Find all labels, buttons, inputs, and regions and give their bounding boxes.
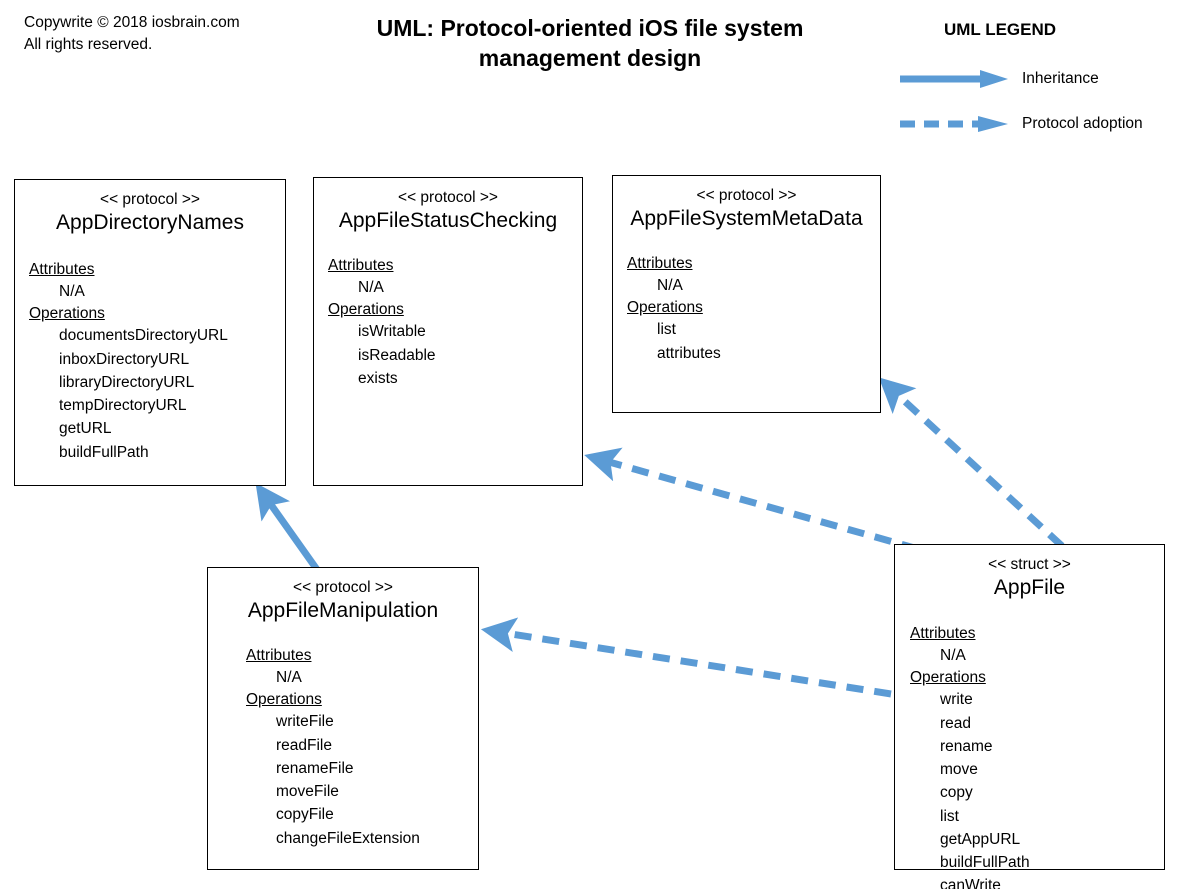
operations-heading: Operations [627, 299, 703, 317]
attributes-section: Attributes N/A Operations documentsDirec… [15, 261, 285, 464]
stereotype-label: << protocol >> [398, 189, 498, 206]
operations-list: list attributes [627, 318, 880, 365]
operations-list: isWritable isReadable exists [328, 320, 582, 390]
attributes-heading: Attributes [627, 255, 693, 272]
attributes-list: N/A [328, 276, 582, 299]
attribute-item: N/A [657, 277, 683, 294]
operation-item: isReadable [358, 346, 436, 364]
class-name-label: AppFileStatusChecking [338, 209, 558, 232]
attributes-heading: Attributes [328, 257, 394, 274]
operation-item: getAppURL [940, 830, 1021, 848]
connector-adoption-appfile-to-manipulation [480, 617, 892, 698]
operations-heading: Operations [246, 691, 322, 709]
legend-label-inheritance: Inheritance [1022, 70, 1099, 87]
attribute-item: N/A [276, 669, 302, 686]
class-name-label: AppDirectoryNames [56, 211, 244, 234]
operation-item: read [940, 714, 972, 732]
attributes-section: Attributes N/A Operations write read ren… [895, 625, 1164, 889]
operations-list: write read rename move copy list getAppU… [910, 688, 1164, 889]
uml-class-app-file-manipulation[interactable]: << protocol >> AppFileManipulation Attri… [207, 567, 479, 870]
dashed-arrow-icon [900, 116, 1008, 132]
operation-item: tempDirectoryURL [59, 397, 187, 414]
class-name-label: AppFileManipulation [247, 599, 439, 622]
operation-item: buildFullPath [940, 854, 1030, 871]
operations-list: documentsDirectoryURL inboxDirectoryURL … [29, 324, 285, 464]
solid-arrow-icon [900, 70, 1008, 88]
page-title: UML: Protocol-oriented iOS file system m… [376, 15, 804, 71]
operation-item: libraryDirectoryURL [59, 373, 195, 391]
operation-item: buildFullPath [59, 443, 149, 461]
legend-item-inheritance: Inheritance [898, 68, 1099, 90]
attribute-item: N/A [358, 279, 384, 296]
attributes-section: Attributes N/A Operations isWritable isR… [314, 257, 582, 390]
operation-item: renameFile [276, 759, 354, 777]
uml-class-app-file-status-checking[interactable]: << protocol >> AppFileStatusChecking Att… [313, 177, 583, 486]
connector-inheritance-manipulation-to-directorynames [255, 482, 321, 574]
operation-item: list [657, 321, 676, 339]
attributes-section: Attributes N/A Operations list attribute… [613, 255, 880, 365]
operations-column-left: write read rename move copy list [940, 688, 1040, 828]
operation-item: copy [940, 784, 973, 802]
attributes-list: N/A [246, 666, 478, 689]
legend: UML LEGEND Inheritance Protocol adoption [880, 20, 1180, 132]
connector-adoption-appfile-to-metadata [878, 377, 1065, 549]
operation-item: copyFile [276, 806, 334, 824]
operation-item: moveFile [276, 783, 339, 800]
class-name-label: AppFileSystemMetaData [630, 207, 863, 230]
operation-item: canWrite [940, 877, 1001, 889]
legend-label-protocol-adoption: Protocol adoption [1022, 115, 1143, 132]
copyright-notice: Copywrite © 2018 iosbrain.com All rights… [24, 14, 240, 53]
uml-class-app-file-system-metadata[interactable]: << protocol >> AppFileSystemMetaData Att… [612, 175, 881, 413]
attribute-item: N/A [59, 283, 85, 300]
operation-item: writeFile [276, 713, 334, 731]
uml-class-app-file[interactable]: << struct >> AppFile Attributes N/A Oper… [894, 544, 1165, 889]
attributes-heading: Attributes [29, 261, 95, 278]
stereotype-label: << struct >> [988, 556, 1071, 573]
attributes-list: N/A [29, 280, 285, 303]
attribute-item: N/A [940, 647, 966, 664]
operations-heading: Operations [910, 669, 986, 687]
class-name-label: AppFile [993, 576, 1066, 599]
operation-item: isWritable [358, 323, 426, 341]
attributes-list: N/A [910, 644, 1164, 667]
operation-item: attributes [657, 344, 721, 362]
connector-adoption-appfile-to-statuschecking [584, 447, 919, 553]
stereotype-label: << protocol >> [100, 191, 200, 208]
operation-item: move [940, 761, 978, 778]
attributes-list: N/A [627, 274, 880, 297]
attributes-section: Attributes N/A Operations writeFile read… [208, 647, 478, 850]
operation-item: getURL [59, 420, 112, 438]
operation-item: rename [940, 737, 993, 755]
operations-list: writeFile readFile renameFile moveFile c… [246, 710, 478, 850]
operations-heading: Operations [29, 305, 105, 323]
stereotype-label: << protocol >> [696, 187, 797, 204]
attributes-heading: Attributes [246, 647, 312, 664]
uml-class-app-directory-names[interactable]: << protocol >> AppDirectoryNames Attribu… [14, 179, 286, 486]
legend-item-protocol-adoption: Protocol adoption [898, 113, 1143, 135]
operation-item: exists [358, 369, 398, 387]
operation-item: list [940, 807, 959, 825]
attributes-heading: Attributes [910, 625, 976, 642]
operation-item: documentsDirectoryURL [59, 327, 228, 345]
legend-title: UML LEGEND [943, 20, 1057, 39]
stereotype-label: << protocol >> [293, 579, 393, 596]
operation-item: inboxDirectoryURL [59, 350, 190, 368]
operations-column-right: getAppURL buildFullPath canWrite canRead… [940, 828, 1080, 889]
operations-heading: Operations [328, 301, 404, 319]
operation-item: write [940, 691, 973, 709]
operation-item: changeFileExtension [276, 829, 420, 847]
operation-item: readFile [276, 736, 332, 754]
